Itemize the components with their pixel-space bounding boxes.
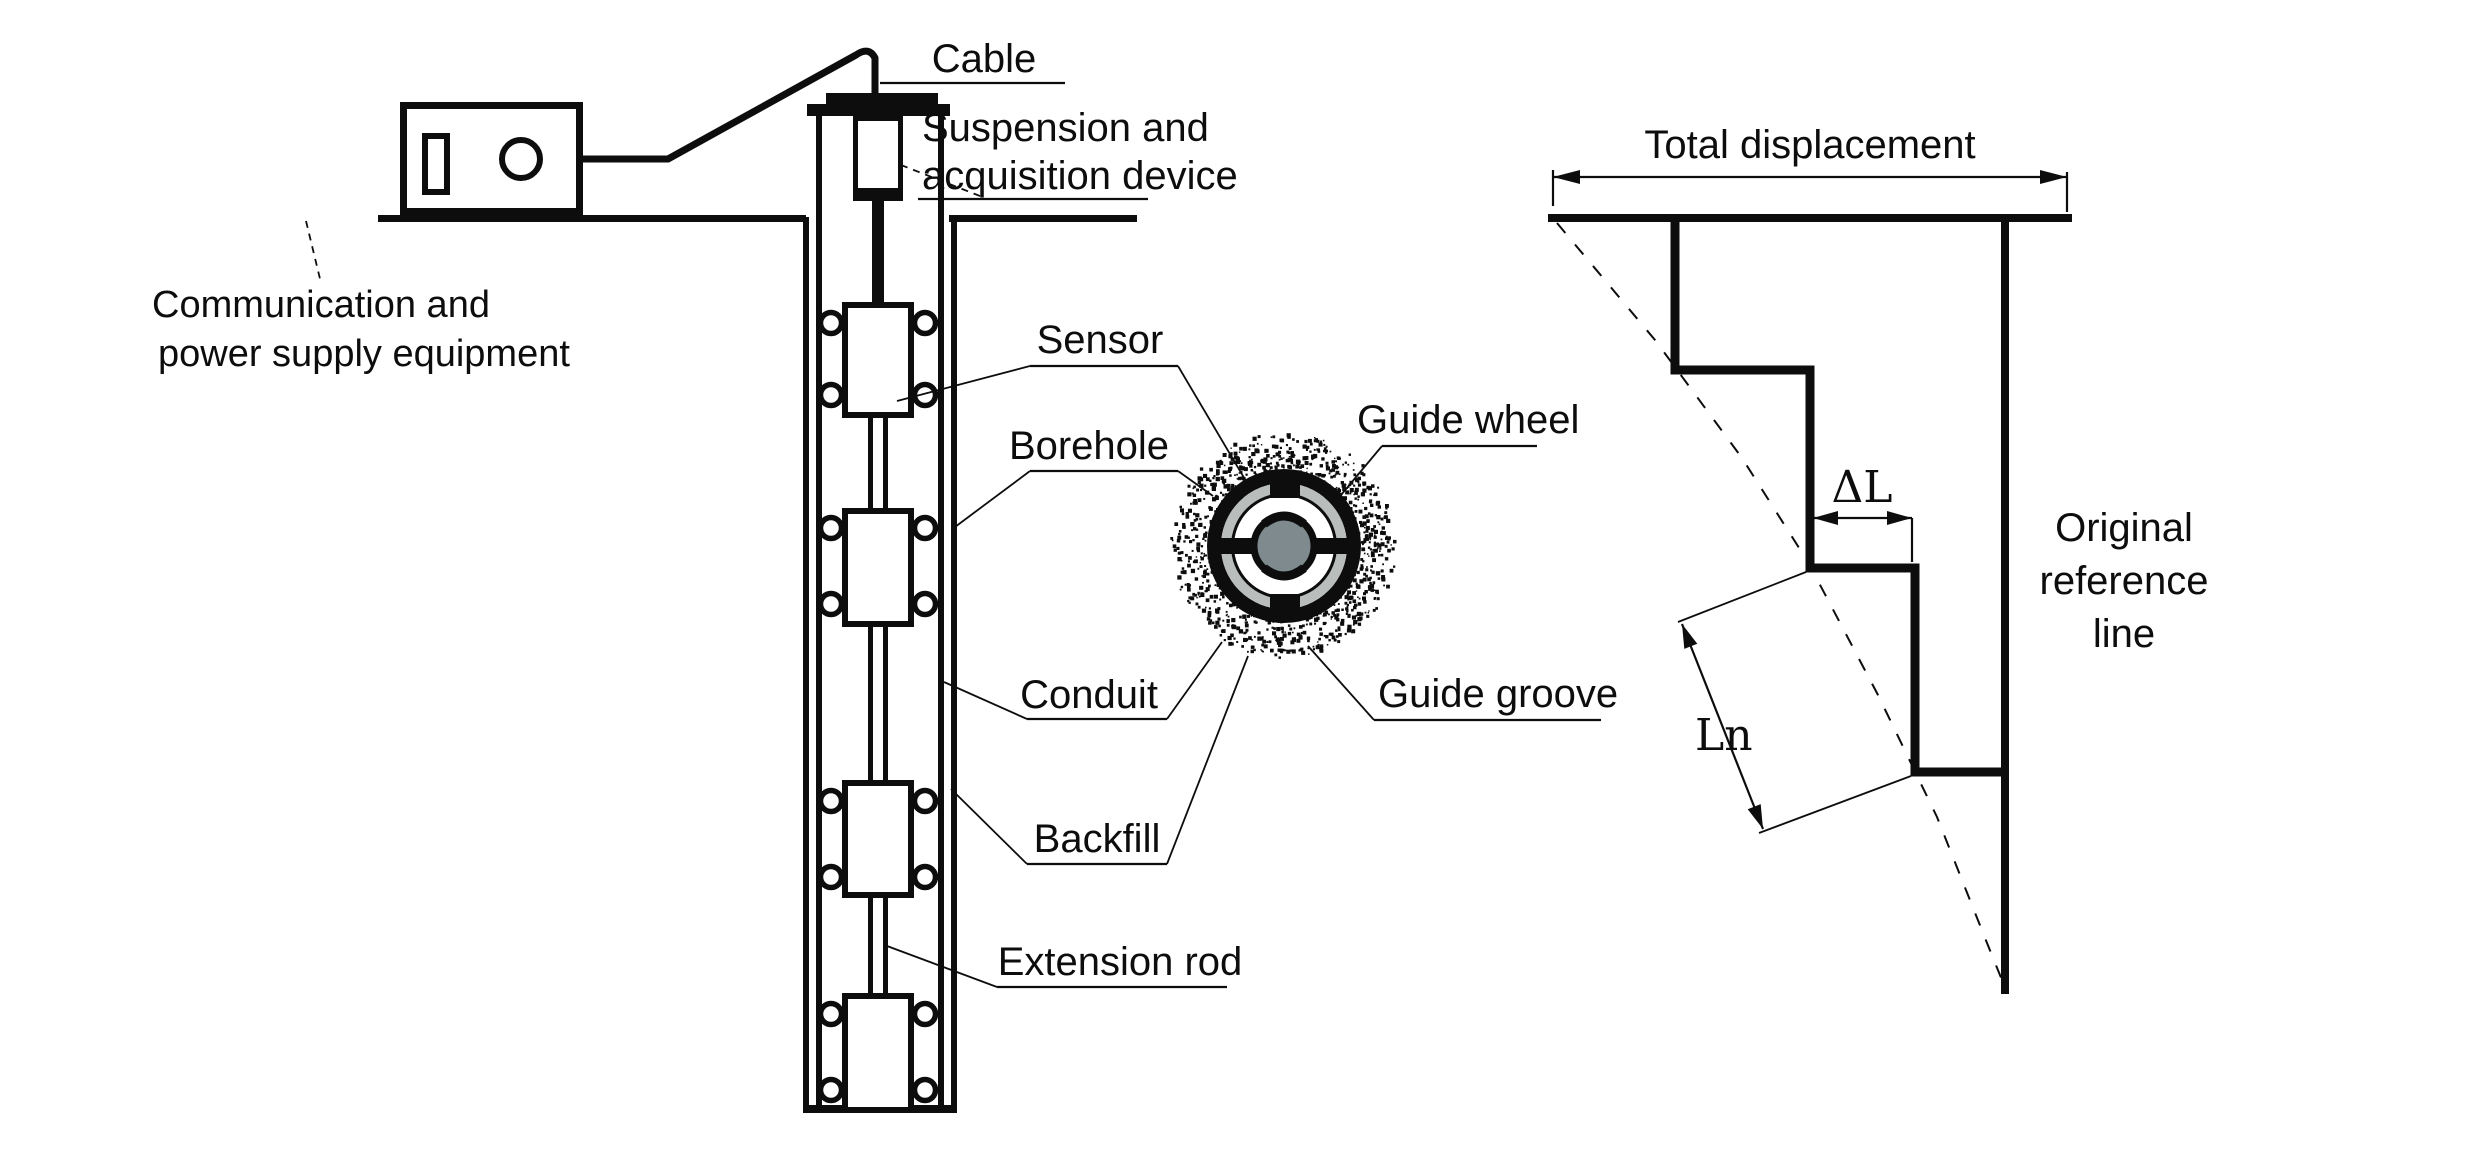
conduit-wall-left [816, 116, 822, 1113]
section-guide-groove-top [1270, 483, 1300, 498]
original-reference-label-group: Original reference line [2040, 506, 2209, 656]
comm-label-line2: power supply equipment [158, 333, 570, 375]
total-displacement-label: Total displacement [1644, 123, 1975, 167]
cable-group: Cable [583, 37, 1065, 163]
original-reference-line [2001, 222, 2009, 994]
suspension-label-group: Suspension and acquisition device [900, 106, 1238, 201]
delta-l-dimension: ΔL [1813, 462, 1914, 562]
sensor-1 [842, 302, 914, 418]
backfill-leader-to-section [1166, 655, 1249, 865]
ln-dimension: Ln [1677, 571, 1912, 834]
extension-rod-label-group: Extension rod [886, 940, 1243, 989]
section-wheel-cap-bottom [1261, 564, 1307, 581]
dim-arrow-right [2040, 170, 2067, 184]
delta-l-label: ΔL [1832, 462, 1893, 513]
suspension-device [853, 116, 903, 193]
guide-wheel-label: Guide wheel [1357, 398, 1579, 442]
cap-flange [807, 104, 950, 116]
displacement-trend-dashed-line [1556, 222, 2005, 986]
comm-equipment-slot [422, 133, 450, 195]
comm-equipment-dial [499, 137, 543, 181]
profile-top-line [1548, 214, 2072, 222]
suspension-leader-line [900, 164, 986, 199]
dim-arrow-left [1553, 170, 1580, 184]
conduit-label-group: Conduit [943, 641, 1223, 721]
ln-dim-line [1680, 623, 1765, 830]
section-sensor-body [1250, 512, 1318, 580]
guide-wheel-label-group: Guide wheel [1340, 398, 1579, 496]
guide-groove-leader [1307, 645, 1375, 721]
section-guide-groove-bottom [1270, 594, 1300, 609]
original-ref-label-line3: line [2093, 612, 2155, 656]
borehole-label-group: Borehole [954, 424, 1214, 528]
surface-and-equipment: Communication and power supply equipment [152, 102, 1137, 375]
borehole-wall-left [803, 217, 809, 1113]
extension-rod-leader [886, 945, 998, 988]
cable-line [583, 47, 879, 163]
borehole-label: Borehole [1009, 424, 1169, 468]
original-ref-label-line1: Original [2055, 506, 2193, 550]
conduit-leader-to-column [943, 681, 1028, 720]
sensor-guide-wheels [817, 309, 939, 1104]
sensor-4 [842, 993, 914, 1113]
original-ref-label-line2: reference [2040, 559, 2209, 603]
cross-section: Guide wheel Guide groove [1170, 398, 1618, 722]
ln-arrow-upper [1682, 624, 1698, 649]
sensor-3 [842, 780, 914, 898]
comm-label-line1: Communication and [152, 284, 490, 326]
conduit-wall-right [938, 116, 944, 1113]
ln-label: Ln [1695, 710, 1753, 761]
sensor-label: Sensor [1037, 318, 1164, 362]
cap-top-bar [826, 93, 938, 105]
section-wheel-cap-top [1261, 511, 1307, 528]
sensor-label-group: Sensor [896, 318, 1283, 543]
suspension-label-line1: Suspension and [922, 106, 1209, 150]
extension-rods [868, 415, 888, 996]
delta-l-arrow-left [1813, 511, 1838, 525]
borehole-leader-to-column [954, 470, 1031, 528]
cable-label: Cable [932, 37, 1037, 81]
guide-wheel-leader [1340, 445, 1383, 496]
displacement-diagram: Total displacement ΔL Ln Original refere… [1548, 123, 2208, 994]
extension-rod-label: Extension rod [998, 940, 1243, 984]
guide-groove-label: Guide groove [1378, 672, 1618, 716]
delta-l-arrow-right [1887, 511, 1912, 525]
ln-ext-upper [1677, 571, 1807, 623]
sensor-2 [842, 508, 914, 627]
ln-ext-lower [1758, 775, 1912, 834]
conduit-leader-to-section [1166, 641, 1223, 720]
column-labels: Suspension and acquisition device Sensor… [886, 106, 1283, 989]
suspension-device-base [853, 188, 903, 201]
total-displacement-dimension: Total displacement [1551, 123, 2069, 212]
borehole-column [803, 93, 957, 1113]
comm-leader-line [305, 220, 322, 284]
backfill-label-group: Backfill [950, 655, 1249, 866]
ground-line-right [949, 215, 1137, 222]
ground-line-left [378, 215, 806, 222]
suspension-rod [872, 201, 884, 305]
conduit-label: Conduit [1020, 673, 1158, 717]
backfill-stipple [1170, 433, 1397, 659]
displaced-profile-line [1670, 222, 2005, 777]
sensor-leader-to-column [896, 365, 1031, 402]
suspension-label-line2: acquisition device [922, 154, 1238, 198]
backfill-label: Backfill [1034, 817, 1161, 861]
borehole-wall-right [951, 217, 957, 1113]
guide-groove-label-group: Guide groove [1307, 645, 1618, 722]
backfill-leader-to-column [950, 788, 1028, 865]
ln-arrow-lower [1747, 804, 1763, 829]
